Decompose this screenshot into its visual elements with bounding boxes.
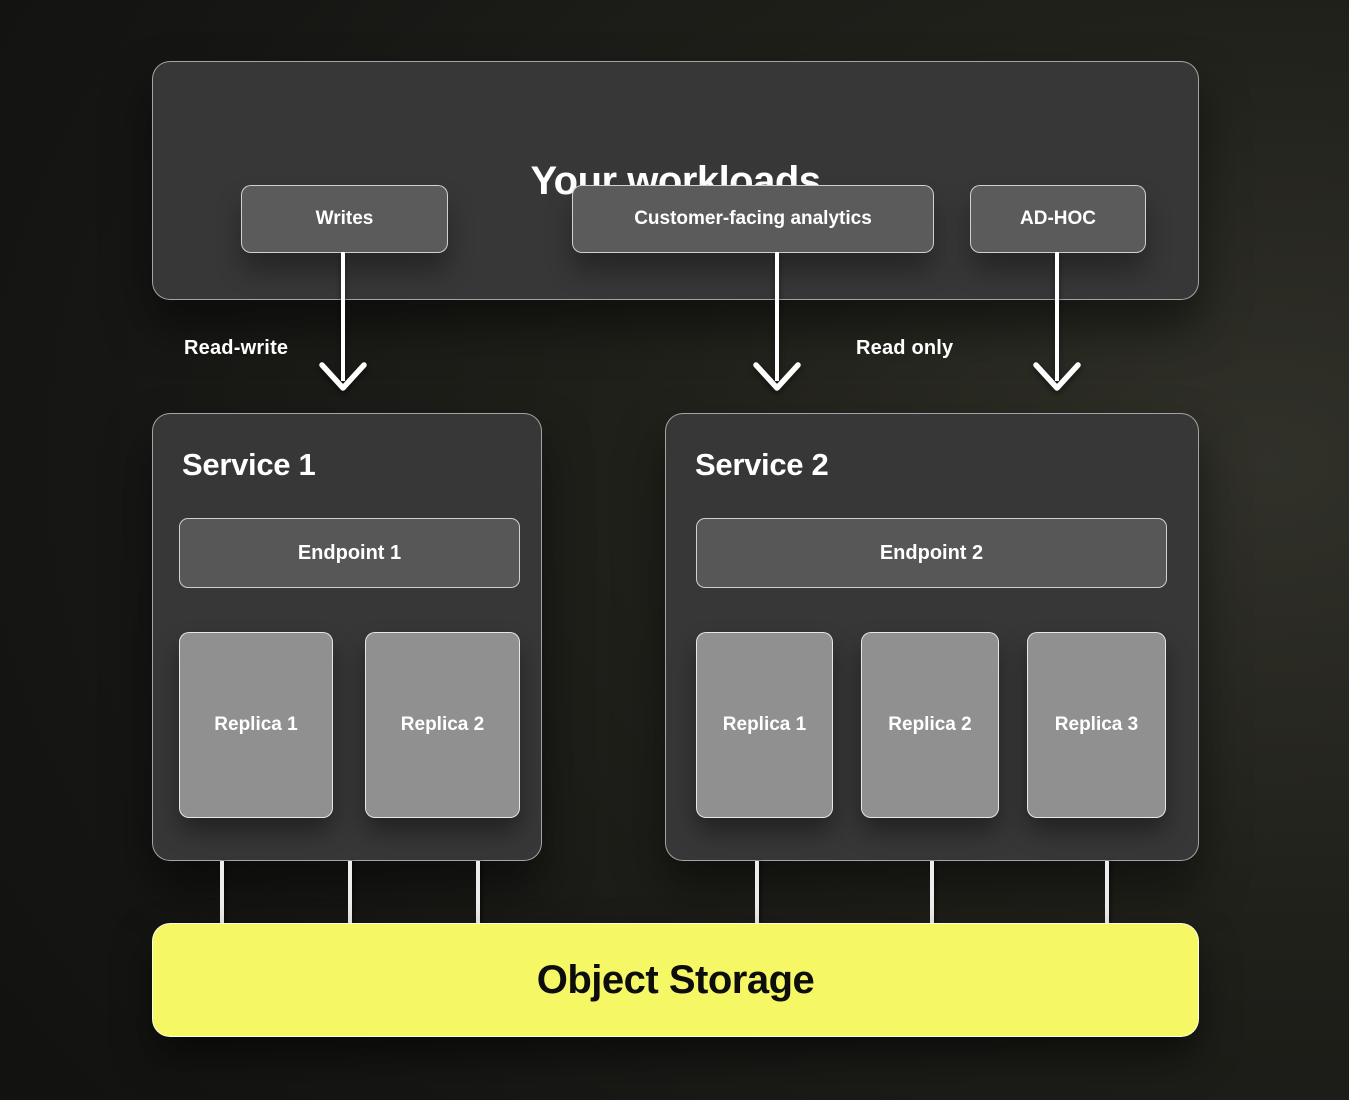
workload-chip-ad-hoc: AD-HOC [970,185,1146,253]
connector-line [930,861,934,924]
service-2-endpoint: Endpoint 2 [696,518,1167,588]
service-1-card: Service 1 Endpoint 1 Replica 1 Replica 2 [152,413,542,861]
service-2-card: Service 2 Endpoint 2 Replica 1 Replica 2… [665,413,1199,861]
service-2-replica-3: Replica 3 [1027,632,1166,818]
service-2-title: Service 2 [695,447,829,482]
service-2-replica-1-label: Replica 1 [722,714,807,735]
connector-line [348,861,352,924]
service-1-title: Service 1 [182,447,316,482]
service-1-replica-1: Replica 1 [179,632,333,818]
service-1-endpoint: Endpoint 1 [179,518,520,588]
workload-chip-analytics-label: Customer-facing analytics [634,208,872,229]
service-2-replica-2-label: Replica 2 [888,714,972,735]
connector-line [476,861,480,924]
service-1-replica-1-label: Replica 1 [214,714,298,735]
down-arrow-icon [319,252,367,391]
workload-chip-customer-facing-analytics: Customer-facing analytics [572,185,934,253]
service-2-endpoint-label: Endpoint 2 [879,541,984,564]
connector-line [220,861,224,924]
service-1-replica-2: Replica 2 [365,632,520,818]
service-2-replica-3-label: Replica 3 [1054,714,1139,735]
workload-chip-writes-label: Writes [315,208,374,229]
service-1-replica-2-label: Replica 2 [400,714,485,735]
service-1-endpoint-label: Endpoint 1 [297,541,402,564]
object-storage-label: Object Storage [536,957,815,1002]
service-2-replica-2: Replica 2 [861,632,999,818]
flow-label-read-only: Read only [856,337,954,359]
workload-chip-ad-hoc-label: AD-HOC [1020,208,1096,229]
connector-line [1105,861,1109,924]
object-storage-bar: Object Storage [152,923,1199,1037]
down-arrow-icon [753,252,801,391]
workload-chip-writes: Writes [241,185,448,253]
down-arrow-icon [1033,252,1081,391]
flow-label-read-write: Read-write [184,337,289,359]
workloads-card: Your workloads Writes Customer-facing an… [152,61,1199,300]
service-2-replica-1: Replica 1 [696,632,833,818]
connector-line [755,861,759,924]
